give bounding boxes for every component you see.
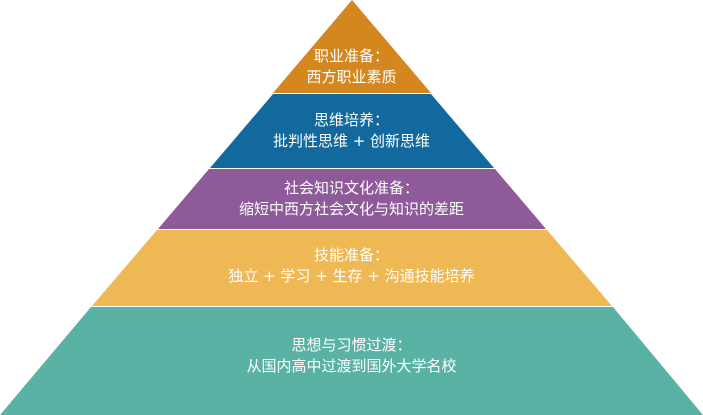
layer-title: 思维培养： xyxy=(313,111,389,129)
layer-subtitle: 西方职业素质 xyxy=(306,68,397,86)
layer-skills-text: 技能准备： 独立 + 学习 + 生存 + 沟通技能培养 xyxy=(0,245,703,287)
layer-subtitle: 从国内高中过渡到国外大学名校 xyxy=(246,357,457,375)
layer-social-culture-text: 社会知识文化准备： 缩短中西方社会文化与知识的差距 xyxy=(0,178,703,220)
layer-subtitle: 缩短中西方社会文化与知识的差距 xyxy=(238,200,464,218)
layer-skills xyxy=(92,230,612,306)
layer-subtitle: 批判性思维 + 创新思维 xyxy=(272,132,431,150)
layer-thinking-text: 思维培养： 批判性思维 + 创新思维 xyxy=(0,110,703,152)
layer-transition xyxy=(0,307,703,415)
layer-title: 思想与习惯过渡： xyxy=(291,336,412,354)
layer-career-prep-text: 职业准备： 西方职业素质 xyxy=(0,46,703,88)
layer-transition-text: 思想与习惯过渡： 从国内高中过渡到国外大学名校 xyxy=(0,335,703,377)
layer-subtitle: 独立 + 学习 + 生存 + 沟通技能培养 xyxy=(228,267,475,285)
layer-title: 社会知识文化准备： xyxy=(283,179,419,197)
layer-thinking xyxy=(210,94,494,168)
layer-social-culture xyxy=(158,169,546,229)
layer-career-prep xyxy=(273,0,431,93)
layer-title: 技能准备： xyxy=(313,246,389,264)
layer-title: 职业准备： xyxy=(313,47,389,65)
